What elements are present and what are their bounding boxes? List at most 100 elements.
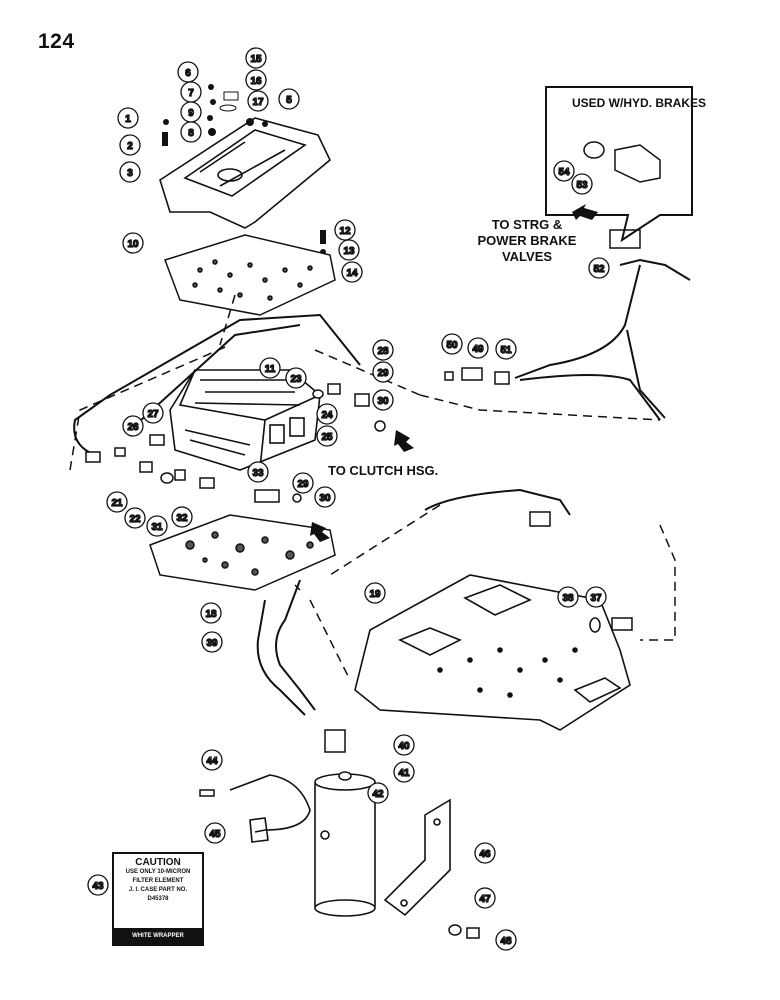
svg-text:43: 43: [92, 881, 104, 892]
svg-text:24: 24: [321, 410, 333, 421]
callout-43: 43: [87, 874, 109, 896]
callout-5: 5: [278, 88, 300, 110]
svg-text:5: 5: [286, 95, 292, 106]
callout-16: 16: [245, 69, 267, 91]
caution-line: FILTER ELEMENT: [132, 878, 184, 884]
callout-51: 51: [495, 338, 517, 360]
svg-text:41: 41: [398, 768, 410, 779]
svg-text:9: 9: [188, 108, 194, 119]
svg-text:51: 51: [500, 345, 512, 356]
svg-text:49: 49: [472, 344, 484, 355]
svg-text:33: 33: [252, 468, 264, 479]
upper-gasket: [164, 234, 336, 316]
callout-32: 32: [171, 506, 193, 528]
svg-text:38: 38: [562, 593, 574, 604]
callout-46: 46: [474, 842, 496, 864]
callout-15: 15: [245, 47, 267, 69]
svg-text:3: 3: [127, 168, 133, 179]
svg-text:21: 21: [111, 498, 123, 509]
callout-1: 1: [117, 107, 139, 129]
svg-text:45: 45: [209, 829, 221, 840]
lower-gasket: [149, 514, 336, 591]
filter-canister: [314, 773, 376, 917]
callout-31: 31: [146, 515, 168, 537]
part-callouts: 1 2 3 5 6 7 9 8 15 16 17 10 12 13 14 11 …: [87, 47, 610, 951]
svg-text:2: 2: [127, 141, 133, 152]
callout-25: 25: [316, 425, 338, 447]
callout-44: 44: [201, 749, 223, 771]
svg-text:40: 40: [398, 741, 410, 752]
callout-3: 3: [119, 161, 141, 183]
svg-text:13: 13: [343, 246, 355, 257]
clamp-band: [229, 774, 311, 843]
svg-text:26: 26: [127, 422, 139, 433]
caution-line: J. I. CASE PART NO.: [128, 887, 188, 893]
svg-text:17: 17: [252, 97, 264, 108]
callout-27: 27: [142, 402, 164, 424]
callout-13: 13: [338, 239, 360, 261]
svg-text:50: 50: [446, 340, 458, 351]
svg-text:30: 30: [377, 396, 389, 407]
svg-text:6: 6: [185, 68, 191, 79]
svg-text:18: 18: [205, 609, 217, 620]
callout-29b: 29: [292, 472, 314, 494]
caution-line: USE ONLY 10-MICRON: [125, 869, 191, 875]
svg-text:42: 42: [372, 789, 384, 800]
svg-text:12: 12: [339, 226, 351, 237]
callout-24: 24: [316, 403, 338, 425]
callout-33: 33: [247, 461, 269, 483]
callout-48: 48: [495, 929, 517, 951]
svg-text:53: 53: [576, 180, 588, 191]
callout-54: 54: [553, 160, 575, 182]
callout-2: 2: [119, 134, 141, 156]
callout-28: 28: [372, 339, 394, 361]
callout-40: 40: [393, 734, 415, 756]
callout-47: 47: [474, 887, 496, 909]
hydraulic-brake-inset: [545, 86, 693, 243]
callout-22: 22: [124, 507, 146, 529]
callout-45: 45: [204, 822, 226, 844]
svg-text:8: 8: [188, 128, 194, 139]
callout-6: 6: [177, 61, 199, 83]
svg-text:29: 29: [377, 368, 389, 379]
callout-41: 41: [393, 761, 415, 783]
callout-26: 26: [122, 415, 144, 437]
callout-49: 49: [467, 337, 489, 359]
cover-plate: [159, 117, 331, 229]
svg-text:1: 1: [125, 114, 131, 125]
svg-text:23: 23: [290, 374, 302, 385]
callout-19: 19: [364, 582, 386, 604]
svg-text:15: 15: [250, 54, 262, 65]
callout-30b: 30: [314, 486, 336, 508]
svg-text:37: 37: [590, 593, 602, 604]
svg-text:16: 16: [250, 76, 262, 87]
page-number: 124: [38, 30, 75, 53]
svg-text:11: 11: [265, 364, 276, 375]
caution-footer: WHITE WRAPPER: [114, 928, 202, 944]
caution-card: CAUTION USE ONLY 10-MICRON FILTER ELEMEN…: [112, 852, 204, 946]
svg-text:32: 32: [176, 513, 188, 524]
caution-line: D45378: [147, 896, 169, 902]
callout-17: 17: [247, 90, 269, 112]
svg-text:52: 52: [593, 264, 605, 275]
svg-text:10: 10: [127, 239, 139, 250]
callout-29a: 29: [372, 361, 394, 383]
callout-52: 52: [588, 257, 610, 279]
callout-50: 50: [441, 333, 463, 355]
label-to-steering-valves: TO STRG & POWER BRAKE VALVES: [477, 217, 577, 264]
svg-text:14: 14: [346, 268, 358, 279]
valve-body: [169, 369, 321, 471]
svg-text:48: 48: [500, 936, 512, 947]
svg-text:7: 7: [188, 88, 194, 99]
callout-37: 37: [585, 586, 607, 608]
callout-8: 8: [180, 121, 202, 143]
svg-text:47: 47: [479, 894, 491, 905]
svg-text:54: 54: [558, 167, 570, 178]
callout-11: 11: [259, 357, 281, 379]
callout-42: 42: [367, 782, 389, 804]
svg-text:25: 25: [321, 432, 333, 443]
callout-53: 53: [571, 173, 593, 195]
callout-10: 10: [122, 232, 144, 254]
callout-14: 14: [341, 261, 363, 283]
